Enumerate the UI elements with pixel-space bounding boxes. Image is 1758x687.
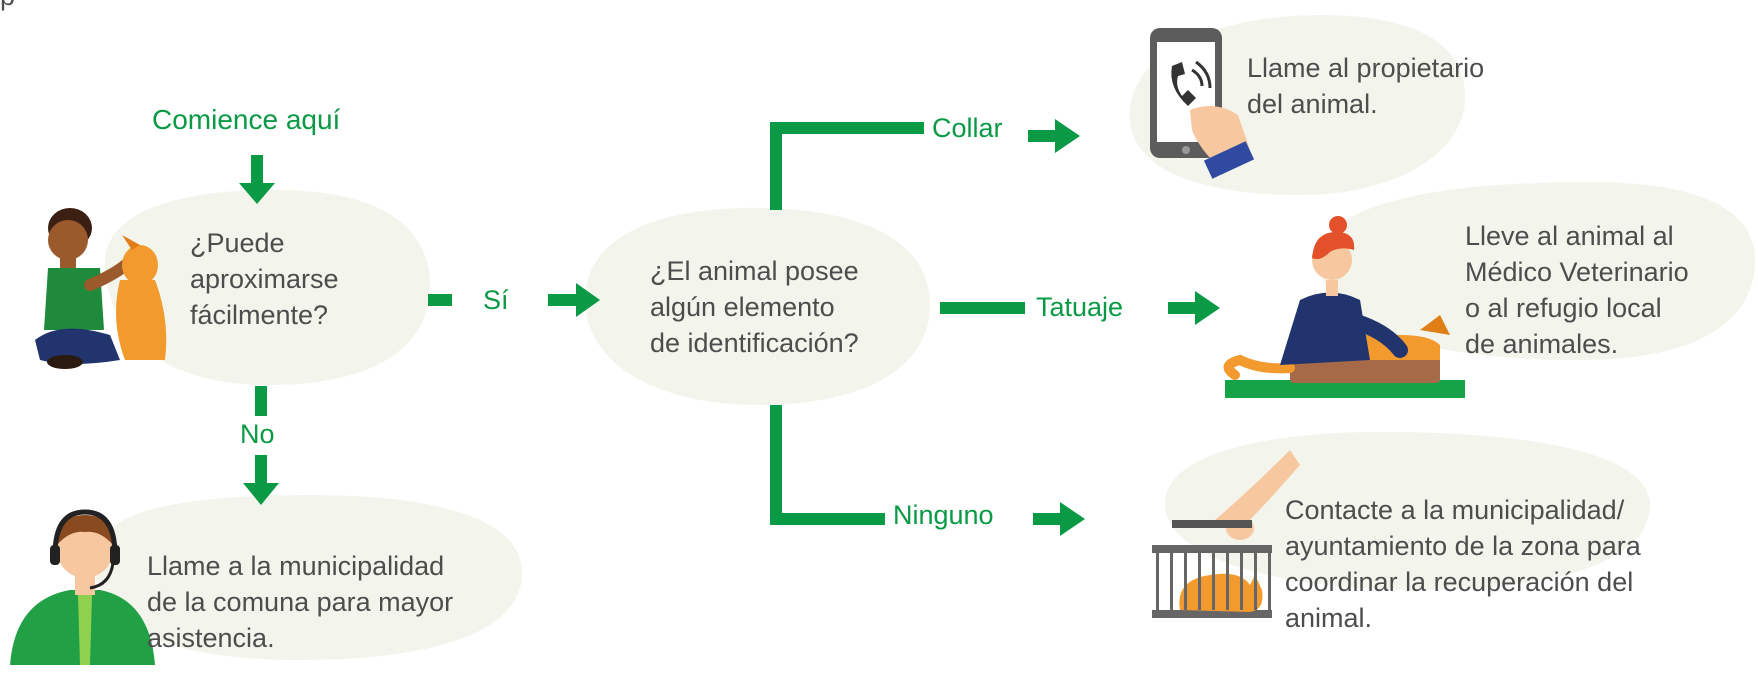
phone-in-hand-icon [1150, 28, 1255, 179]
branch-tattoo-label: Tatuaje [1028, 291, 1132, 323]
person-with-dog-icon [35, 208, 167, 369]
result-call-municipality: Llame a la municipalidad de la comuna pa… [147, 551, 454, 653]
connectors [239, 119, 1220, 536]
collar-arrow-shaft [1028, 130, 1058, 142]
veterinarian-with-dog-icon [1223, 216, 1465, 398]
start-arrow-shaft [251, 155, 263, 185]
collar-horizontal [770, 122, 940, 134]
none-arrow-shaft [1033, 513, 1063, 525]
blob-vet [1320, 182, 1755, 360]
cat-in-cage-icon [1152, 450, 1300, 618]
yes-line-left [428, 294, 452, 306]
tattoo-line [940, 302, 1025, 314]
blob-municipality [94, 495, 523, 660]
none-arrow-head [1060, 502, 1085, 536]
collar-vertical [770, 122, 782, 210]
branch-none-label: Ninguno [885, 499, 1002, 531]
start-label: Comience aquí [152, 104, 341, 135]
call-center-agent-icon [10, 509, 155, 665]
no-line-top [255, 386, 267, 416]
no-arrow-shaft [255, 455, 267, 485]
result-vet: Lleve al animal al Médico Veterinario o … [1465, 221, 1689, 359]
blob-identification [585, 207, 930, 405]
no-label: No [232, 418, 283, 450]
branch-collar-label: Collar [924, 112, 1011, 144]
start-arrow-head [239, 183, 275, 204]
result-contact-municipality: Contacte a la municipalidad/ ayuntamient… [1285, 495, 1641, 633]
tattoo-arrow-shaft [1168, 302, 1198, 314]
no-arrow-head [243, 483, 279, 505]
collar-arrow-head [1055, 119, 1080, 153]
tattoo-arrow-head [1195, 291, 1220, 325]
question-identification: ¿El animal posee algún elemento de ident… [650, 256, 859, 358]
yes-label: Sí [475, 284, 517, 316]
yes-arrow-head [576, 283, 600, 317]
none-horizontal [770, 513, 885, 525]
question-approach: ¿Puede aproximarse fácilmente? [190, 228, 339, 330]
top-partial-text: p [0, 0, 15, 14]
none-vertical [770, 405, 782, 523]
result-call-owner: Llame al propietario del animal. [1247, 53, 1485, 119]
yes-arrow-shaft [548, 294, 578, 306]
blob-approach [104, 189, 430, 385]
